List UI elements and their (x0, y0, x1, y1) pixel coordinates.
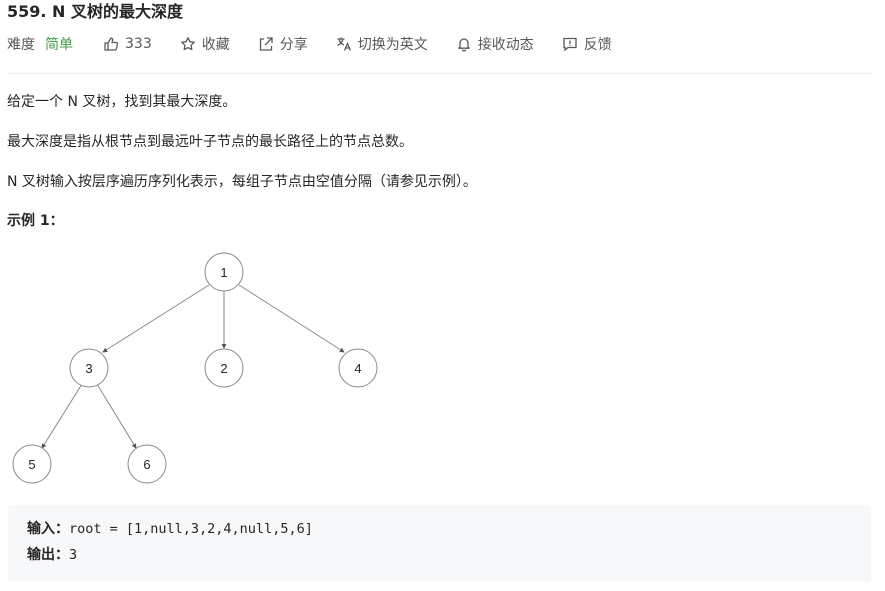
favorite-label: 收藏 (201, 37, 230, 53)
example-input-line: 输入：root = [1,null,3,2,4,null,5,6] (27, 519, 313, 539)
example-title: 示例 1： (7, 213, 64, 229)
feedback-label: 反馈 (583, 37, 612, 53)
tree-diagram: 1 3 2 4 5 6 (12, 252, 378, 484)
tree-node-label: 1 (220, 265, 227, 280)
star-icon (180, 37, 195, 51)
tree-node-label: 3 (85, 361, 92, 376)
tree-edge-3-6 (96, 383, 137, 449)
difficulty-label: 难度 (7, 37, 35, 53)
tree-node-5: 5 (12, 444, 52, 484)
translate-label: 切换为英文 (357, 37, 428, 53)
subscribe-label: 接收动态 (477, 37, 534, 53)
example-output-line: 输出：3 (27, 545, 77, 565)
tree-node-label: 5 (28, 457, 35, 472)
tree-node-1: 1 (204, 252, 244, 292)
tree-node-2: 2 (204, 348, 244, 388)
subscribe-button[interactable]: 接收动态 (456, 34, 534, 54)
bell-icon (457, 38, 470, 52)
tree-edge-1-3 (102, 284, 210, 353)
example-code-block: 输入：root = [1,null,3,2,4,null,5,6] 输出：3 (8, 505, 871, 582)
tree-node-6: 6 (127, 444, 167, 484)
thumbs-up-icon (104, 37, 119, 51)
favorite-button[interactable]: 收藏 (180, 34, 230, 54)
output-label: 输出： (27, 547, 69, 563)
input-value: root = [1,null,3,2,4,null,5,6] (69, 521, 313, 537)
problem-meta-bar: 难度 简单 333 收藏 分享 切换为英文 接收动态 反馈 (7, 32, 640, 56)
tree-node-label: 6 (143, 457, 150, 472)
tree-edge-3-5 (41, 383, 83, 449)
tree-node-3: 3 (69, 348, 109, 388)
tree-node-label: 2 (220, 361, 227, 376)
like-button[interactable]: 333 (103, 36, 152, 52)
tree-node-label: 4 (354, 361, 361, 376)
description-paragraph-2: 最大深度是指从根节点到最远叶子节点的最长路径上的节点总数。 (7, 134, 413, 150)
share-button[interactable]: 分享 (258, 34, 308, 54)
output-value: 3 (69, 547, 78, 563)
tree-edge-1-4 (238, 284, 345, 353)
input-label: 输入： (27, 521, 69, 537)
tree-node-4: 4 (338, 348, 378, 388)
description-paragraph-1: 给定一个 N 叉树，找到其最大深度。 (7, 94, 237, 110)
header-divider (7, 73, 871, 74)
feedback-icon (563, 37, 577, 52)
description-paragraph-3: N 叉树输入按层序遍历序列化表示，每组子节点由空值分隔（请参见示例）。 (7, 174, 477, 190)
feedback-button[interactable]: 反馈 (562, 34, 612, 54)
translate-button[interactable]: 切换为英文 (336, 34, 428, 54)
problem-title: 559. N 叉树的最大深度 (7, 2, 184, 21)
share-icon (259, 37, 273, 51)
like-count: 333 (125, 36, 152, 52)
translate-icon (336, 37, 351, 51)
share-label: 分享 (279, 37, 308, 53)
difficulty-badge: 简单 (45, 37, 73, 53)
